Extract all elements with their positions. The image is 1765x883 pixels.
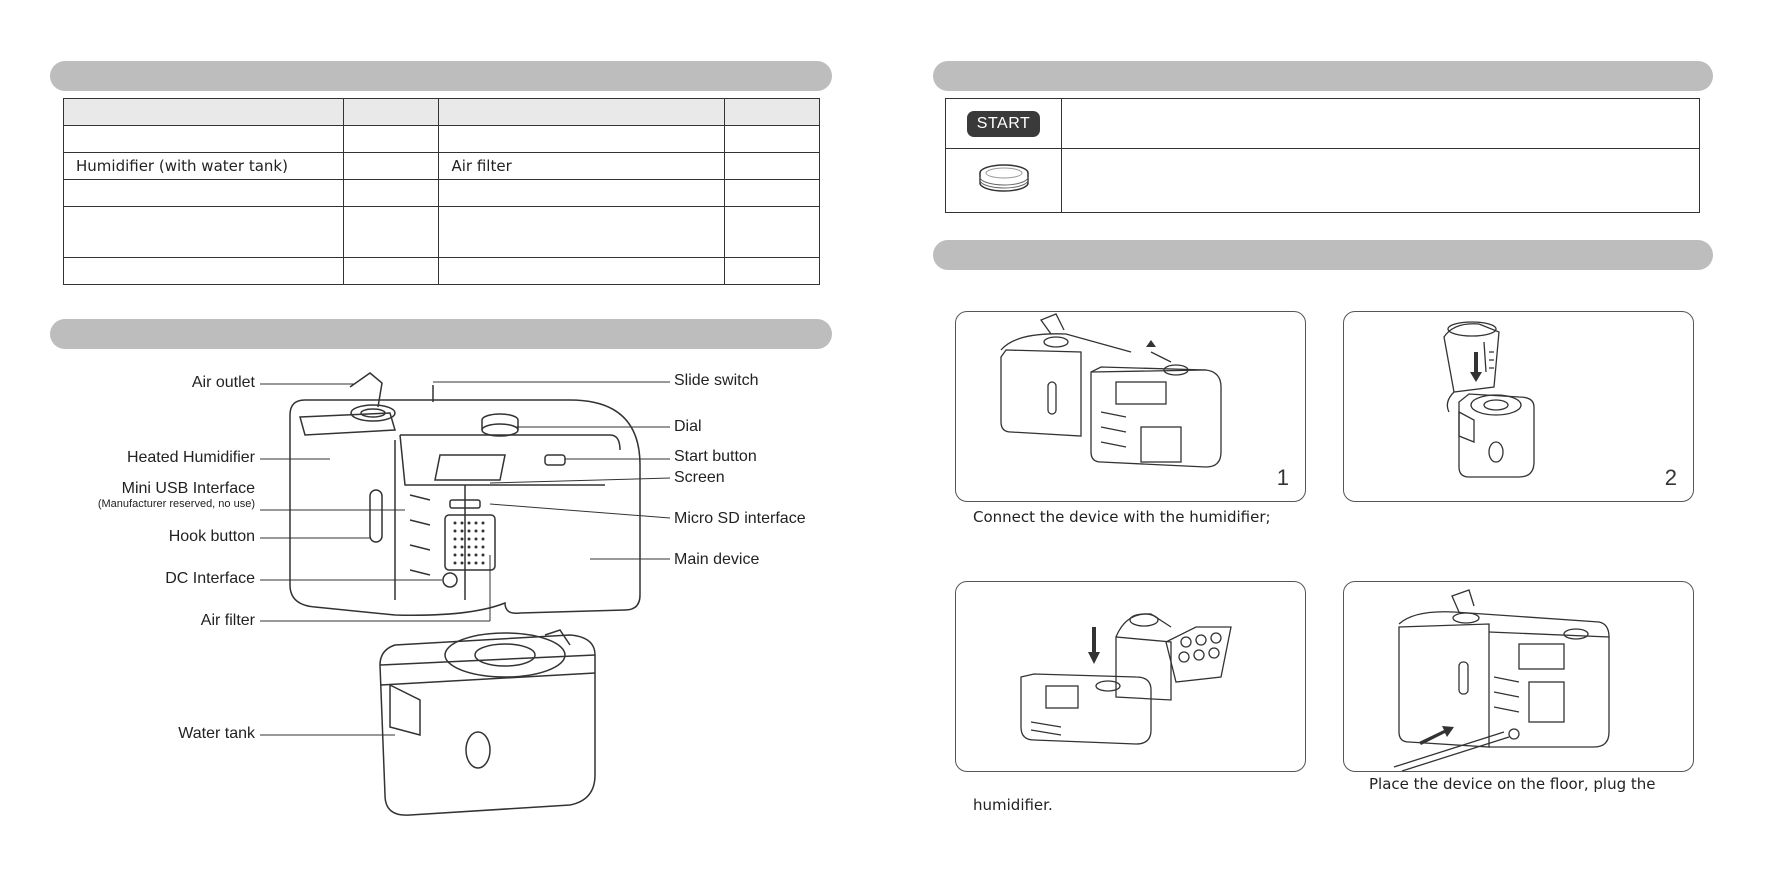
- label-heated-humidifier: Heated Humidifier: [126, 449, 255, 466]
- table-row: [945, 148, 1700, 213]
- table-cell: [723, 257, 821, 285]
- table-cell: [438, 206, 725, 258]
- table-cell: Humidifier (with water tank): [62, 152, 345, 180]
- table-row: START: [945, 98, 1700, 149]
- step-2-number: 2: [1664, 465, 1677, 490]
- label-start-button: Start button: [674, 448, 757, 465]
- table-cell: [945, 148, 1062, 213]
- table-cell: [723, 152, 821, 180]
- label-dial: Dial: [674, 418, 702, 435]
- step-3-caption: humidifier.: [973, 796, 1053, 814]
- parts-table: Humidifier (with water tank) Air filter: [62, 98, 821, 285]
- table-cell: START: [945, 98, 1062, 149]
- table-cell: [343, 152, 440, 180]
- table-cell: [62, 179, 345, 207]
- table-cell: [1061, 98, 1700, 149]
- step-2-panel: 2: [1343, 311, 1694, 502]
- table-cell: [62, 206, 345, 258]
- keys-table: START: [945, 98, 1700, 213]
- step-4-illustration: [1393, 589, 1610, 771]
- table-cell: [723, 125, 821, 153]
- table-row: [62, 125, 821, 153]
- label-screen: Screen: [674, 469, 725, 486]
- table-cell: [62, 98, 345, 126]
- table-cell: [723, 206, 821, 258]
- label-mini-usb-note: (Manufacturer reserved, no use): [97, 498, 255, 510]
- step-1-caption: Connect the device with the humidifier;: [973, 508, 1271, 526]
- table-cell: [438, 98, 725, 126]
- label-water-tank: Water tank: [178, 725, 255, 742]
- label-micro-sd: Micro SD interface: [674, 510, 806, 527]
- table-cell: [62, 257, 345, 285]
- step-1-number: 1: [1276, 465, 1289, 490]
- label-mini-usb: Mini USB Interface: [121, 480, 255, 497]
- step-1-illustration: [1000, 313, 1222, 468]
- table-cell: [723, 179, 821, 207]
- table-row: [62, 206, 821, 258]
- label-main-device: Main device: [674, 551, 760, 568]
- table-row: [62, 257, 821, 285]
- step-4-panel: [1343, 581, 1694, 772]
- table-cell: [343, 206, 440, 258]
- table-cell: [438, 125, 725, 153]
- table-cell: [438, 179, 725, 207]
- table-cell: Air filter: [438, 152, 725, 180]
- section-bar-keys: [933, 61, 1713, 91]
- table-cell: [343, 125, 440, 153]
- table-cell: [438, 257, 725, 285]
- step-4-caption: Place the device on the floor, plug the: [1369, 775, 1656, 793]
- table-cell: [62, 125, 345, 153]
- table-cell: [723, 98, 821, 126]
- table-cell: [1061, 148, 1700, 213]
- step-3-illustration: [1020, 613, 1232, 745]
- step-3-panel: [955, 581, 1306, 772]
- section-bar-parts: [50, 61, 832, 91]
- parts-table-header: [62, 98, 821, 126]
- step-1-panel: 1: [955, 311, 1306, 502]
- label-air-outlet: Air outlet: [191, 374, 255, 391]
- section-bar-device-overview: [50, 319, 832, 349]
- table-cell: [343, 179, 440, 207]
- table-row: Humidifier (with water tank) Air filter: [62, 152, 821, 180]
- device-diagram: [260, 372, 671, 816]
- label-air-filter: Air filter: [200, 612, 255, 629]
- table-cell: [343, 257, 440, 285]
- table-cell: [343, 98, 440, 126]
- dial-icon: [978, 164, 1029, 192]
- start-key-icon: START: [966, 110, 1041, 137]
- step-2-illustration: [1443, 321, 1535, 478]
- table-row: [62, 179, 821, 207]
- label-dc-interface: DC Interface: [165, 570, 255, 587]
- label-hook-button: Hook button: [168, 528, 255, 545]
- section-bar-installation: [933, 240, 1713, 270]
- label-slide-switch: Slide switch: [674, 372, 759, 389]
